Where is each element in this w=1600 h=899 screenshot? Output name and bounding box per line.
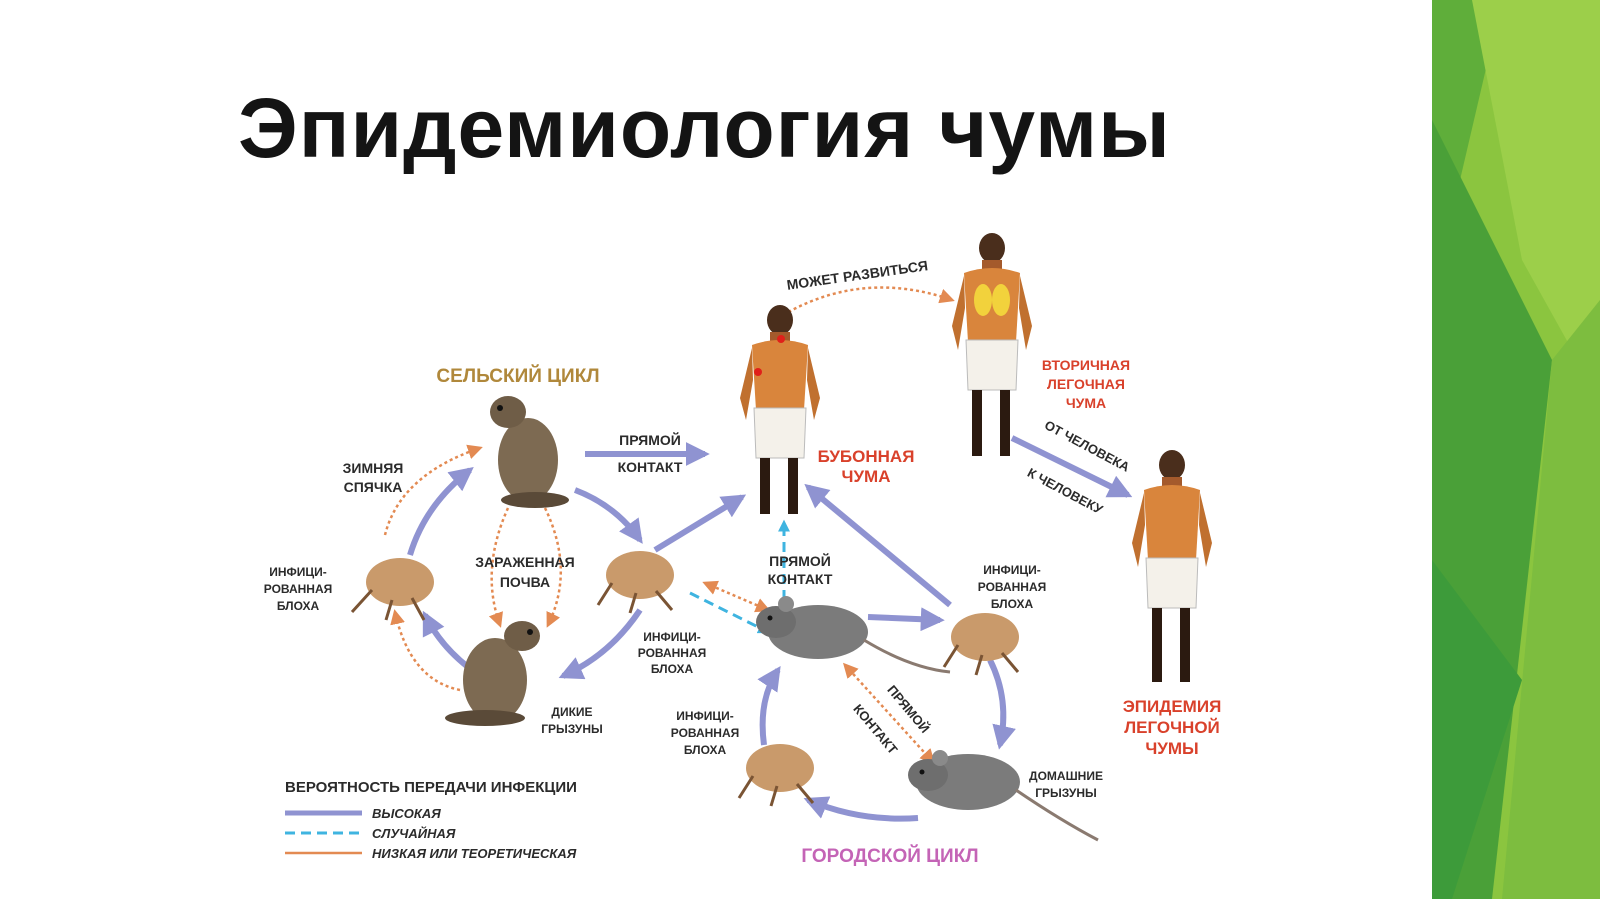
high-arrows	[407, 435, 1133, 822]
arrow-may-develop	[777, 286, 955, 320]
arrow-secondary-to-epidemic	[1010, 435, 1133, 498]
label-direct-c2: КОНТАКТ	[850, 701, 900, 757]
label-rural-cycle: СЕЛЬСКИЙ ЦИКЛ	[436, 365, 599, 387]
label-epidemic-1: ЭПИДЕМИЯ	[1123, 697, 1222, 716]
label-hibernation-2: СПЯЧКА	[344, 479, 403, 495]
arrow-mouse-domestic-link	[842, 662, 936, 765]
label-direct-1: ПРЯМОЙ	[619, 431, 681, 448]
label-flea-d1: ИНФИЦИ-	[676, 709, 734, 723]
label-flea-c3: БЛОХА	[991, 597, 1034, 611]
arrow-flea-to-mouse-random	[689, 591, 771, 634]
label-flea-a2: РОВАННАЯ	[264, 582, 333, 596]
random-arrows	[689, 519, 790, 634]
arrow-hibernation	[383, 444, 483, 536]
arrow-flea-left-to-prairie	[407, 467, 474, 556]
arrow-soil-right	[543, 507, 562, 628]
green-shard-4	[1432, 560, 1522, 899]
label-flea-b1: ИНФИЦИ-	[643, 630, 701, 644]
label-soil-1: ЗАРАЖЕННАЯ	[475, 554, 574, 570]
legend-title: ВЕРОЯТНОСТЬ ПЕРЕДАЧИ ИНФЕКЦИИ	[285, 779, 577, 796]
page-title: Эпидемиология чумы	[238, 81, 1171, 175]
human-secondary	[952, 233, 1032, 456]
label-hibernation-1: ЗИМНЯЯ	[343, 460, 404, 476]
label-soil-2: ПОЧВА	[500, 574, 550, 590]
label-direct-c1: ПРЯМОЙ	[884, 682, 932, 736]
arrow-rodent2-to-flea-left-low	[390, 609, 461, 692]
label-wild-2: ГРЫЗУНЫ	[541, 722, 603, 736]
arrow-flea-bottom-to-mouse	[757, 666, 781, 746]
arrow-mouse-to-flea-urban	[867, 607, 945, 632]
label-bubonic-2: ЧУМА	[842, 467, 891, 486]
flea-bottom	[737, 744, 815, 807]
label-direct-b2: КОНТАКТ	[768, 571, 833, 587]
label-secondary-2: ЛЕГОЧНАЯ	[1047, 376, 1125, 392]
arrow-flea-urban-to-human	[804, 483, 952, 608]
label-epidemic-2: ЛЕГОЧНОЙ	[1124, 718, 1220, 737]
label-epidemic-3: ЧУМЫ	[1145, 739, 1198, 758]
label-secondary-1: ВТОРИЧНАЯ	[1042, 357, 1130, 373]
label-to-human: К ЧЕЛОВЕКУ	[1025, 465, 1106, 518]
flea-left	[350, 558, 434, 621]
human-epidemic	[1132, 450, 1212, 682]
arrow-soil-left	[488, 507, 510, 628]
arrow-prairie-to-flea-right	[573, 487, 643, 544]
label-may-develop: МОЖЕТ РАЗВИТЬСЯ	[786, 257, 929, 293]
arrow-flea-right-to-human	[653, 494, 747, 553]
arrow-flea-urban-to-domestic	[987, 658, 1016, 750]
arrow-rodent2-to-flea-left	[422, 610, 470, 670]
flea-urban	[942, 613, 1020, 676]
label-bubonic-1: БУБОННАЯ	[818, 447, 915, 466]
label-direct-2: КОНТАКТ	[618, 459, 683, 475]
green-shard-5	[1502, 300, 1600, 899]
green-shard-3	[1472, 0, 1600, 400]
label-flea-b2: РОВАННАЯ	[638, 646, 707, 660]
label-wild-1: ДИКИЕ	[551, 705, 592, 719]
label-from-human: ОТ ЧЕЛОВЕКА	[1042, 417, 1133, 475]
label-flea-a1: ИНФИЦИ-	[269, 565, 327, 579]
legend-low: НИЗКАЯ ИЛИ ТЕОРЕТИЧЕСКАЯ	[372, 846, 577, 861]
label-flea-d3: БЛОХА	[684, 743, 727, 757]
label-flea-c2: РОВАННАЯ	[978, 580, 1047, 594]
arrow-domestic-to-flea-bottom	[803, 796, 919, 822]
label-domestic-2: ГРЫЗУНЫ	[1035, 786, 1097, 800]
prairie-dog-bottom	[445, 621, 540, 726]
arrow-flea-right-to-rodent2	[558, 608, 643, 680]
label-flea-d2: РОВАННАЯ	[671, 726, 740, 740]
label-direct-b1: ПРЯМОЙ	[769, 552, 831, 569]
domestic-rat	[908, 750, 1099, 842]
label-secondary-3: ЧУМА	[1066, 395, 1106, 411]
house-mouse	[756, 596, 951, 674]
green-decoration	[1432, 0, 1600, 899]
human-bubonic	[740, 305, 820, 514]
low-arrows	[383, 286, 955, 765]
label-flea-c1: ИНФИЦИ-	[983, 563, 1041, 577]
legend: ВЕРОЯТНОСТЬ ПЕРЕДАЧИ ИНФЕКЦИИ ВЫСОКАЯ СЛ…	[285, 779, 577, 861]
label-flea-b3: БЛОХА	[651, 662, 694, 676]
prairie-dog-top	[490, 396, 569, 508]
label-domestic-1: ДОМАШНИЕ	[1029, 769, 1103, 783]
arrow-flea-mouse-link	[702, 580, 771, 613]
flea-right	[596, 551, 674, 614]
label-urban-cycle: ГОРОДСКОЙ ЦИКЛ	[801, 845, 978, 867]
label-flea-a3: БЛОХА	[277, 599, 320, 613]
legend-random: СЛУЧАЙНАЯ	[372, 825, 456, 841]
legend-high: ВЫСОКАЯ	[372, 806, 441, 821]
